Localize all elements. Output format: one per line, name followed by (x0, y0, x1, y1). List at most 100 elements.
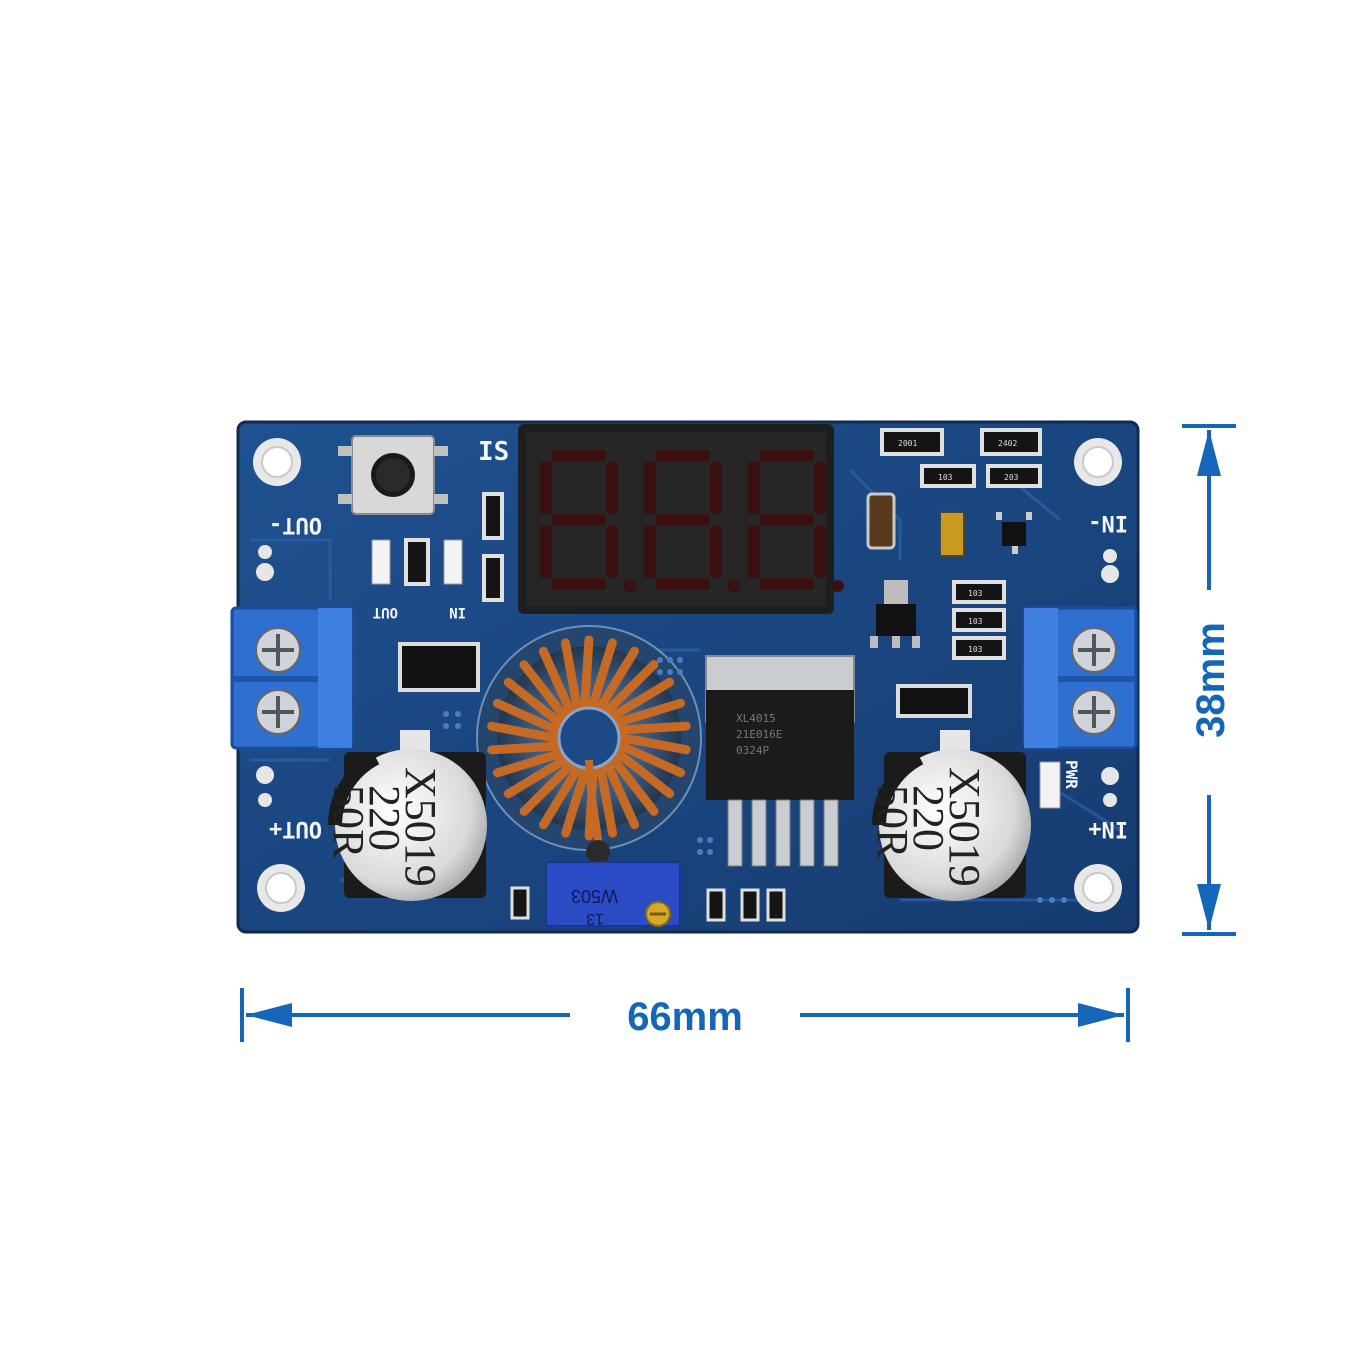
led-out (371, 539, 391, 585)
segment (552, 578, 606, 590)
label-in-plus: IN+ (1088, 816, 1128, 841)
resistor-2001: 2001 (880, 428, 944, 456)
screw-in-2 (1071, 689, 1117, 735)
coil-winding (487, 741, 561, 755)
mount-hole-bottom-right (1074, 864, 1122, 912)
display-digits (540, 450, 844, 592)
svg-text:0324P: 0324P (736, 744, 769, 757)
vias (443, 657, 1067, 903)
coil-winding (580, 635, 594, 709)
segment (606, 462, 618, 514)
led-in (443, 539, 463, 585)
dimension-height (1182, 424, 1236, 936)
dimension-width (240, 988, 1130, 1042)
svg-text:203: 203 (1004, 473, 1019, 482)
svg-text:50R: 50R (868, 785, 917, 859)
capacitor-left: X5019 220 50R (324, 749, 487, 901)
coil-winding (503, 756, 569, 799)
coil-winding (614, 698, 686, 727)
segment (814, 526, 826, 578)
resistor-103-d: 103 (952, 636, 1006, 660)
resistor-103-b: 103 (952, 580, 1006, 604)
svg-text:2001: 2001 (898, 439, 917, 448)
svg-text:220: 220 (904, 785, 953, 851)
small-components (398, 492, 1032, 752)
capacitor-right: X5019 220 50R (868, 749, 1031, 901)
height-label: 38mm (1189, 622, 1233, 738)
smd-resistors: 2001 2402 103 203 103 103 103 (404, 428, 1042, 922)
potentiometer: W503 13 (545, 861, 681, 927)
resistor-2402: 2402 (980, 428, 1042, 456)
segment (540, 526, 552, 578)
resistor-1001 (482, 492, 504, 540)
coil-winding (617, 741, 686, 778)
coil-winding (519, 761, 575, 816)
segment (748, 526, 760, 578)
segment (644, 462, 656, 514)
segment (656, 514, 710, 526)
coil-winding (603, 660, 659, 715)
resistor-103-c: 103 (952, 608, 1006, 632)
silkscreen-labels: OUT- OUT+ IN- IN+ OUT IN PWR IS (269, 437, 1128, 841)
mount-hole-top-left (253, 438, 301, 486)
coil-winding (503, 677, 564, 727)
svg-text:21E016E: 21E016E (736, 728, 782, 741)
coil-winding (561, 767, 590, 838)
coil-winding (596, 646, 639, 711)
svg-text:103: 103 (938, 473, 953, 482)
resistor-103-a: 103 (920, 464, 976, 488)
label-out-led: OUT (373, 604, 398, 620)
segment (606, 526, 618, 578)
coil-winding (538, 646, 575, 715)
screw-out-1 (255, 627, 301, 673)
svg-text:103: 103 (968, 645, 983, 654)
svg-text:103: 103 (968, 589, 983, 598)
segment (814, 462, 826, 514)
svg-text:2402: 2402 (998, 439, 1017, 448)
segment (710, 462, 722, 514)
svg-text:103: 103 (968, 617, 983, 626)
segment (760, 514, 814, 526)
resistor-2r0-a (404, 538, 430, 586)
svg-text:50R: 50R (324, 785, 373, 859)
svg-text:X5019: X5019 (396, 767, 445, 887)
push-button (338, 435, 448, 515)
segment (760, 578, 814, 590)
coil-winding (596, 765, 618, 838)
coil-winding (487, 721, 560, 743)
regulator-ic: XL4015 21E016E 0324P (705, 655, 855, 867)
label-in-minus: IN- (1088, 510, 1128, 535)
status-leds (371, 539, 1061, 809)
coil-winding (492, 749, 564, 778)
led-pwr (1039, 761, 1061, 809)
decimal-point (624, 580, 636, 592)
screw-out-2 (255, 689, 301, 735)
decimal-point (728, 580, 740, 592)
mounting-holes (253, 438, 1122, 912)
decimal-point (832, 580, 844, 592)
svg-text:220: 220 (360, 785, 409, 851)
coil-winding (617, 721, 691, 735)
coil-winding (588, 638, 617, 709)
svg-text:X5019: X5019 (940, 767, 989, 887)
segment (656, 450, 710, 462)
coil-winding (618, 733, 691, 755)
width-label: 66mm (627, 995, 743, 1039)
segment (552, 450, 606, 462)
terminal-block-input (1022, 606, 1138, 750)
label-is: IS (478, 437, 509, 467)
label-in-led: IN (449, 604, 466, 620)
coil-winding (519, 660, 569, 720)
svg-text:XL4015: XL4015 (736, 712, 776, 725)
segment (540, 462, 552, 514)
segment (552, 514, 606, 526)
segment (656, 578, 710, 590)
coil-winding (609, 677, 675, 720)
mount-hole-top-right (1074, 438, 1122, 486)
resistor-203: 203 (986, 464, 1042, 488)
toroidal-inductor (476, 625, 702, 864)
resistor-2r0-b (482, 554, 504, 602)
coil-winding (539, 765, 582, 830)
led-display (518, 424, 844, 614)
